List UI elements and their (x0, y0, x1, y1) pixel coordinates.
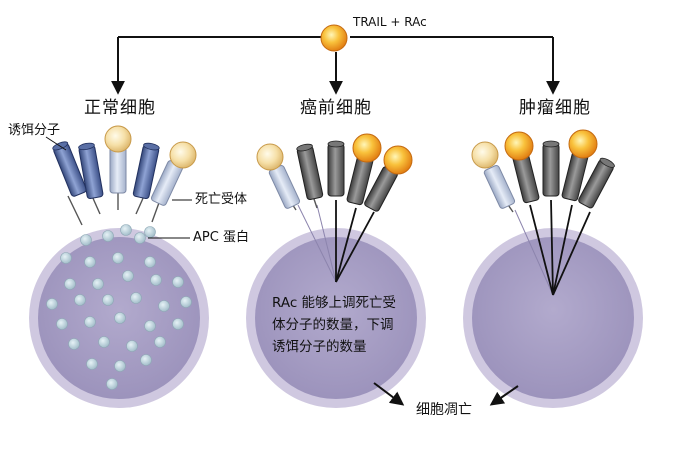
decoy-receptor-light-precancer (268, 164, 301, 209)
apc-protein-dot (144, 256, 156, 268)
apc-protein-dot (102, 230, 114, 242)
decoy-receptor-light-tumor (483, 164, 516, 209)
ligand-bound-death-tumor-1 (504, 131, 534, 161)
apc-protein-dot (86, 358, 98, 370)
mechanism-line-2: 体分子的数量，下调 (272, 317, 394, 333)
apc-protein-dot (130, 292, 142, 304)
death-receptor-tumor-4 (578, 157, 615, 209)
arrow-tumor-to-apoptosis (489, 385, 519, 406)
ligand-label: TRAIL + RAc (353, 15, 427, 29)
precancer-cell-group (246, 133, 426, 408)
apoptosis-label: 细胞凋亡 (416, 402, 472, 418)
apc-protein-dot (112, 252, 124, 264)
apc-protein-dot (92, 278, 104, 290)
apc-protein-dot (84, 316, 96, 328)
death-receptor-tumor-2 (542, 140, 560, 197)
tumor-cell-group (463, 129, 643, 408)
apc-protein-dot (114, 360, 126, 372)
apc-protein-dot (74, 294, 86, 306)
apc-protein-dots (46, 224, 192, 390)
apc-protein-dot (98, 336, 110, 348)
apc-protein-dot (68, 338, 80, 350)
death-receptor-precancer-1 (296, 143, 324, 201)
ligand-bound-death-precancer-1 (352, 133, 382, 163)
apc-protein-dot (154, 336, 166, 348)
apc-protein-dot (114, 312, 126, 324)
top-connector (111, 36, 560, 95)
decoy-molecule-label: 诱饵分子 (8, 123, 61, 138)
apc-protein-dot (134, 232, 146, 244)
apc-protein-dot (106, 378, 118, 390)
apc-protein-dot (102, 294, 114, 306)
apc-protein-dot (64, 278, 76, 290)
apc-protein-dot (180, 296, 192, 308)
apc-protein-dot (158, 300, 170, 312)
death-receptor-precancer-2 (327, 140, 345, 197)
apc-protein-dot (122, 270, 134, 282)
apc-protein-dot (120, 224, 132, 236)
apc-protein-dot (60, 252, 72, 264)
ligand-bound-death-precancer-2 (383, 145, 413, 175)
ligand-bound-decoy-tumor (471, 141, 499, 169)
ligand-top-icon (320, 24, 348, 52)
arrow-precancer-to-apoptosis (373, 382, 405, 406)
ligand-bound-decoy-center (104, 125, 132, 153)
apc-protein-dot (150, 274, 162, 286)
precancer-cell-title: 癌前细胞 (300, 98, 372, 118)
apc-protein-label: APC 蛋白 (193, 230, 249, 245)
apc-protein-dot (172, 318, 184, 330)
tumor-cell-body (472, 237, 634, 399)
mechanism-line-1: RAc 能够上调死亡受 (272, 295, 397, 311)
decoy-receptor-3 (132, 142, 160, 200)
ligand-bound-death-tumor-2 (568, 129, 598, 159)
apc-protein-dot (144, 320, 156, 332)
mechanism-description: RAc 能够上调死亡受 体分子的数量，下调 诱饵分子的数量 (272, 292, 422, 358)
decoy-leader-line (45, 136, 67, 151)
precancer-cell-body (255, 237, 417, 399)
apc-protein-dot (144, 226, 156, 238)
tumor-cell-title: 肿瘤细胞 (519, 98, 591, 118)
decoy-receptor-2 (78, 142, 104, 200)
apc-protein-dot (172, 276, 184, 288)
apc-protein-dot (84, 256, 96, 268)
death-receptor-label: 死亡受体 (195, 192, 248, 207)
ligand-bound-decoy-right (169, 141, 197, 169)
apc-protein-dot (56, 318, 68, 330)
mechanism-line-3: 诱饵分子的数量 (272, 339, 367, 355)
apc-protein-dot (46, 298, 58, 310)
normal-cell-title: 正常细胞 (84, 98, 156, 118)
apc-protein-dot (80, 234, 92, 246)
normal-cell-group (29, 125, 209, 408)
apc-protein-dot (126, 340, 138, 352)
ligand-bound-decoy-precancer (256, 143, 284, 171)
apc-protein-dot (140, 354, 152, 366)
